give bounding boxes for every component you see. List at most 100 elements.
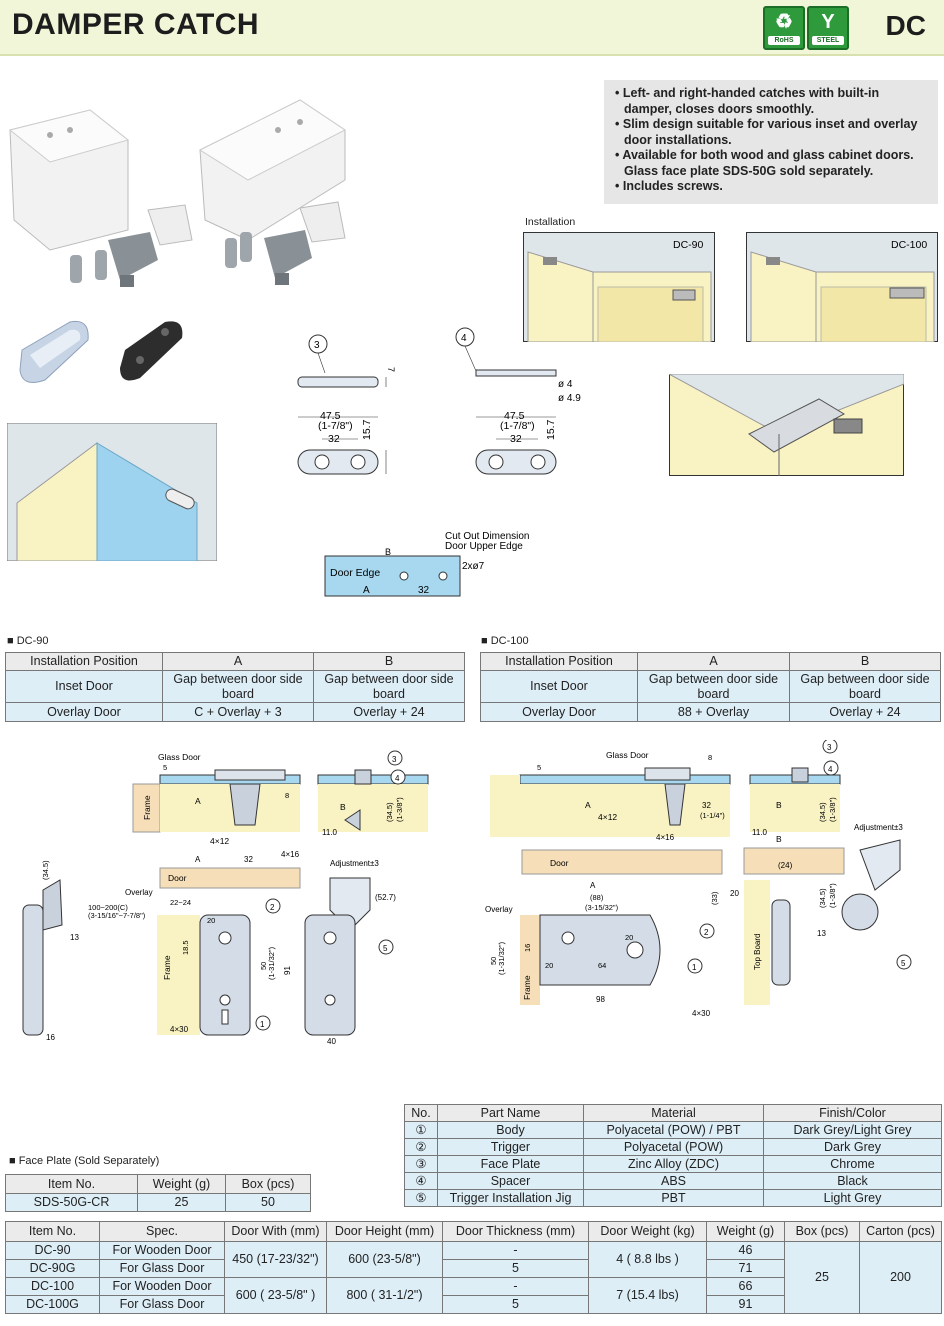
trigger-photo-2	[264, 201, 346, 285]
svg-text:(24): (24)	[778, 861, 793, 870]
svg-text:Adjustment±3: Adjustment±3	[854, 823, 903, 832]
svg-text:(1-7/8"): (1-7/8")	[500, 420, 535, 432]
callout-4: 4	[461, 333, 467, 344]
svg-text:1: 1	[692, 963, 697, 972]
svg-text:4×16: 4×16	[281, 850, 300, 859]
dc90-body-photo	[8, 109, 130, 283]
product-code: DC	[885, 10, 926, 41]
svg-text:47.5: 47.5	[504, 410, 525, 422]
feature-item: Left- and right-handed catches with buil…	[614, 86, 928, 117]
svg-text:8: 8	[708, 753, 712, 762]
svg-text:1: 1	[260, 1020, 265, 1029]
svg-text:15.7: 15.7	[545, 419, 557, 440]
svg-text:4: 4	[828, 765, 833, 774]
table-row: DC-90G For Glass Door 5 71	[5, 1259, 942, 1278]
svg-text:Door Upper Edge: Door Upper Edge	[445, 541, 523, 552]
svg-text:20: 20	[730, 889, 739, 898]
svg-text:(1-3/8"): (1-3/8")	[395, 797, 404, 822]
product-photos	[8, 99, 346, 383]
svg-text:20: 20	[545, 961, 553, 970]
svg-text:2: 2	[704, 928, 709, 937]
svg-text:13: 13	[817, 929, 826, 938]
face-plate-section-label: Face Plate (Sold Separately)	[9, 1155, 160, 1167]
svg-text:Adjustment±3: Adjustment±3	[330, 859, 379, 868]
svg-text:8: 8	[285, 791, 289, 800]
table-row: DC-100G For Glass Door 5 91	[5, 1295, 942, 1314]
steel-badge-icon: Y STEEL	[807, 6, 849, 50]
svg-text:(1-3/8"): (1-3/8")	[828, 797, 837, 822]
svg-text:Frame: Frame	[522, 975, 532, 1000]
svg-text:32: 32	[244, 855, 253, 864]
svg-text:4×12: 4×12	[210, 836, 229, 846]
svg-text:50: 50	[489, 957, 498, 965]
cabinet-installed-illustration	[7, 423, 217, 561]
svg-text:13: 13	[70, 933, 79, 942]
feature-item: Slim design suitable for various inset a…	[614, 117, 928, 148]
svg-text:Frame: Frame	[142, 795, 152, 820]
installation-detail-illustration	[669, 374, 904, 476]
dc100-body-photo	[198, 99, 346, 268]
svg-text:B: B	[776, 834, 782, 844]
dc90-technical-drawing: Glass Door Frame 5 8 A 4×12 3 4 B 11.0 (…	[22, 750, 429, 1046]
svg-text:4×30: 4×30	[692, 1009, 711, 1018]
svg-text:Frame: Frame	[162, 955, 172, 980]
svg-text:5: 5	[163, 763, 167, 772]
svg-text:5: 5	[383, 944, 388, 953]
svg-text:(1-31/32"): (1-31/32")	[267, 946, 276, 980]
face-plate-table: Item No. Weight (g) Box (pcs) SDS-50G-CR…	[5, 1174, 311, 1212]
svg-text:64: 64	[598, 961, 606, 970]
svg-text:20: 20	[207, 916, 215, 925]
svg-text:(34.5): (34.5)	[41, 860, 50, 880]
svg-text:B: B	[340, 802, 346, 812]
svg-text:98: 98	[596, 995, 605, 1004]
rohs-badge-icon: ♻ RoHS	[763, 6, 805, 50]
panel-label: DC-90	[673, 239, 704, 251]
svg-text:Overlay: Overlay	[125, 888, 153, 897]
svg-text:7: 7	[386, 367, 396, 372]
dc100-position-table: Installation Position A B Inset Door Gap…	[480, 652, 941, 722]
svg-text:(88): (88)	[590, 893, 604, 902]
svg-text:(1-1/4"): (1-1/4")	[700, 811, 725, 820]
svg-text:47.5: 47.5	[320, 410, 341, 422]
feature-item: Includes screws.	[614, 179, 928, 195]
chrome-face-plate-photo	[19, 320, 89, 383]
svg-text:16: 16	[46, 1033, 55, 1042]
page-title: DAMPER CATCH	[12, 8, 260, 41]
svg-text:Cut Out Dimension: Cut Out Dimension	[445, 531, 529, 542]
table-row: DC-100 For Wooden Door 600 ( 23-5/8" ) 8…	[5, 1277, 942, 1314]
svg-text:ø 4: ø 4	[558, 379, 573, 390]
svg-text:15.7: 15.7	[361, 419, 373, 440]
svg-text:Door: Door	[550, 858, 569, 868]
svg-text:B: B	[776, 800, 782, 810]
svg-text:A: A	[195, 796, 201, 806]
svg-text:20: 20	[625, 933, 633, 942]
callout-3: 3	[314, 340, 320, 351]
svg-text:32: 32	[418, 585, 430, 596]
svg-text:4: 4	[395, 774, 400, 783]
svg-text:2xø7: 2xø7	[462, 561, 485, 572]
svg-text:(3-15/16"~7-7/8"): (3-15/16"~7-7/8")	[88, 911, 146, 920]
face-plate-drawings: 3 7 47.5 (1-7/8") 32 15.7 4 ø 4 ø 4.9 47…	[297, 327, 581, 597]
svg-text:32: 32	[702, 801, 711, 810]
black-spacer-photo	[120, 321, 183, 381]
svg-text:4×16: 4×16	[656, 833, 675, 842]
dc90-position-table: Installation Position A B Inset Door Gap…	[5, 652, 465, 722]
svg-text:A: A	[363, 585, 370, 596]
svg-text:Glass Door: Glass Door	[606, 750, 649, 760]
svg-text:(34.5): (34.5)	[818, 802, 827, 822]
svg-text:32: 32	[328, 433, 340, 445]
svg-text:Top Board: Top Board	[753, 934, 762, 970]
svg-text:(1-7/8"): (1-7/8")	[318, 420, 353, 432]
svg-text:5: 5	[901, 959, 906, 968]
svg-text:A: A	[585, 800, 591, 810]
dc100-section-label: DC-100	[481, 635, 529, 647]
svg-text:4×12: 4×12	[598, 812, 617, 822]
svg-text:3: 3	[827, 743, 832, 752]
svg-text:32: 32	[510, 433, 522, 445]
svg-text:(3-15/32"): (3-15/32")	[585, 903, 619, 912]
svg-text:B: B	[385, 547, 391, 557]
svg-text:100~200(C): 100~200(C)	[88, 903, 128, 912]
svg-text:(1-31/32"): (1-31/32")	[497, 941, 506, 975]
svg-text:(33): (33)	[710, 891, 719, 905]
